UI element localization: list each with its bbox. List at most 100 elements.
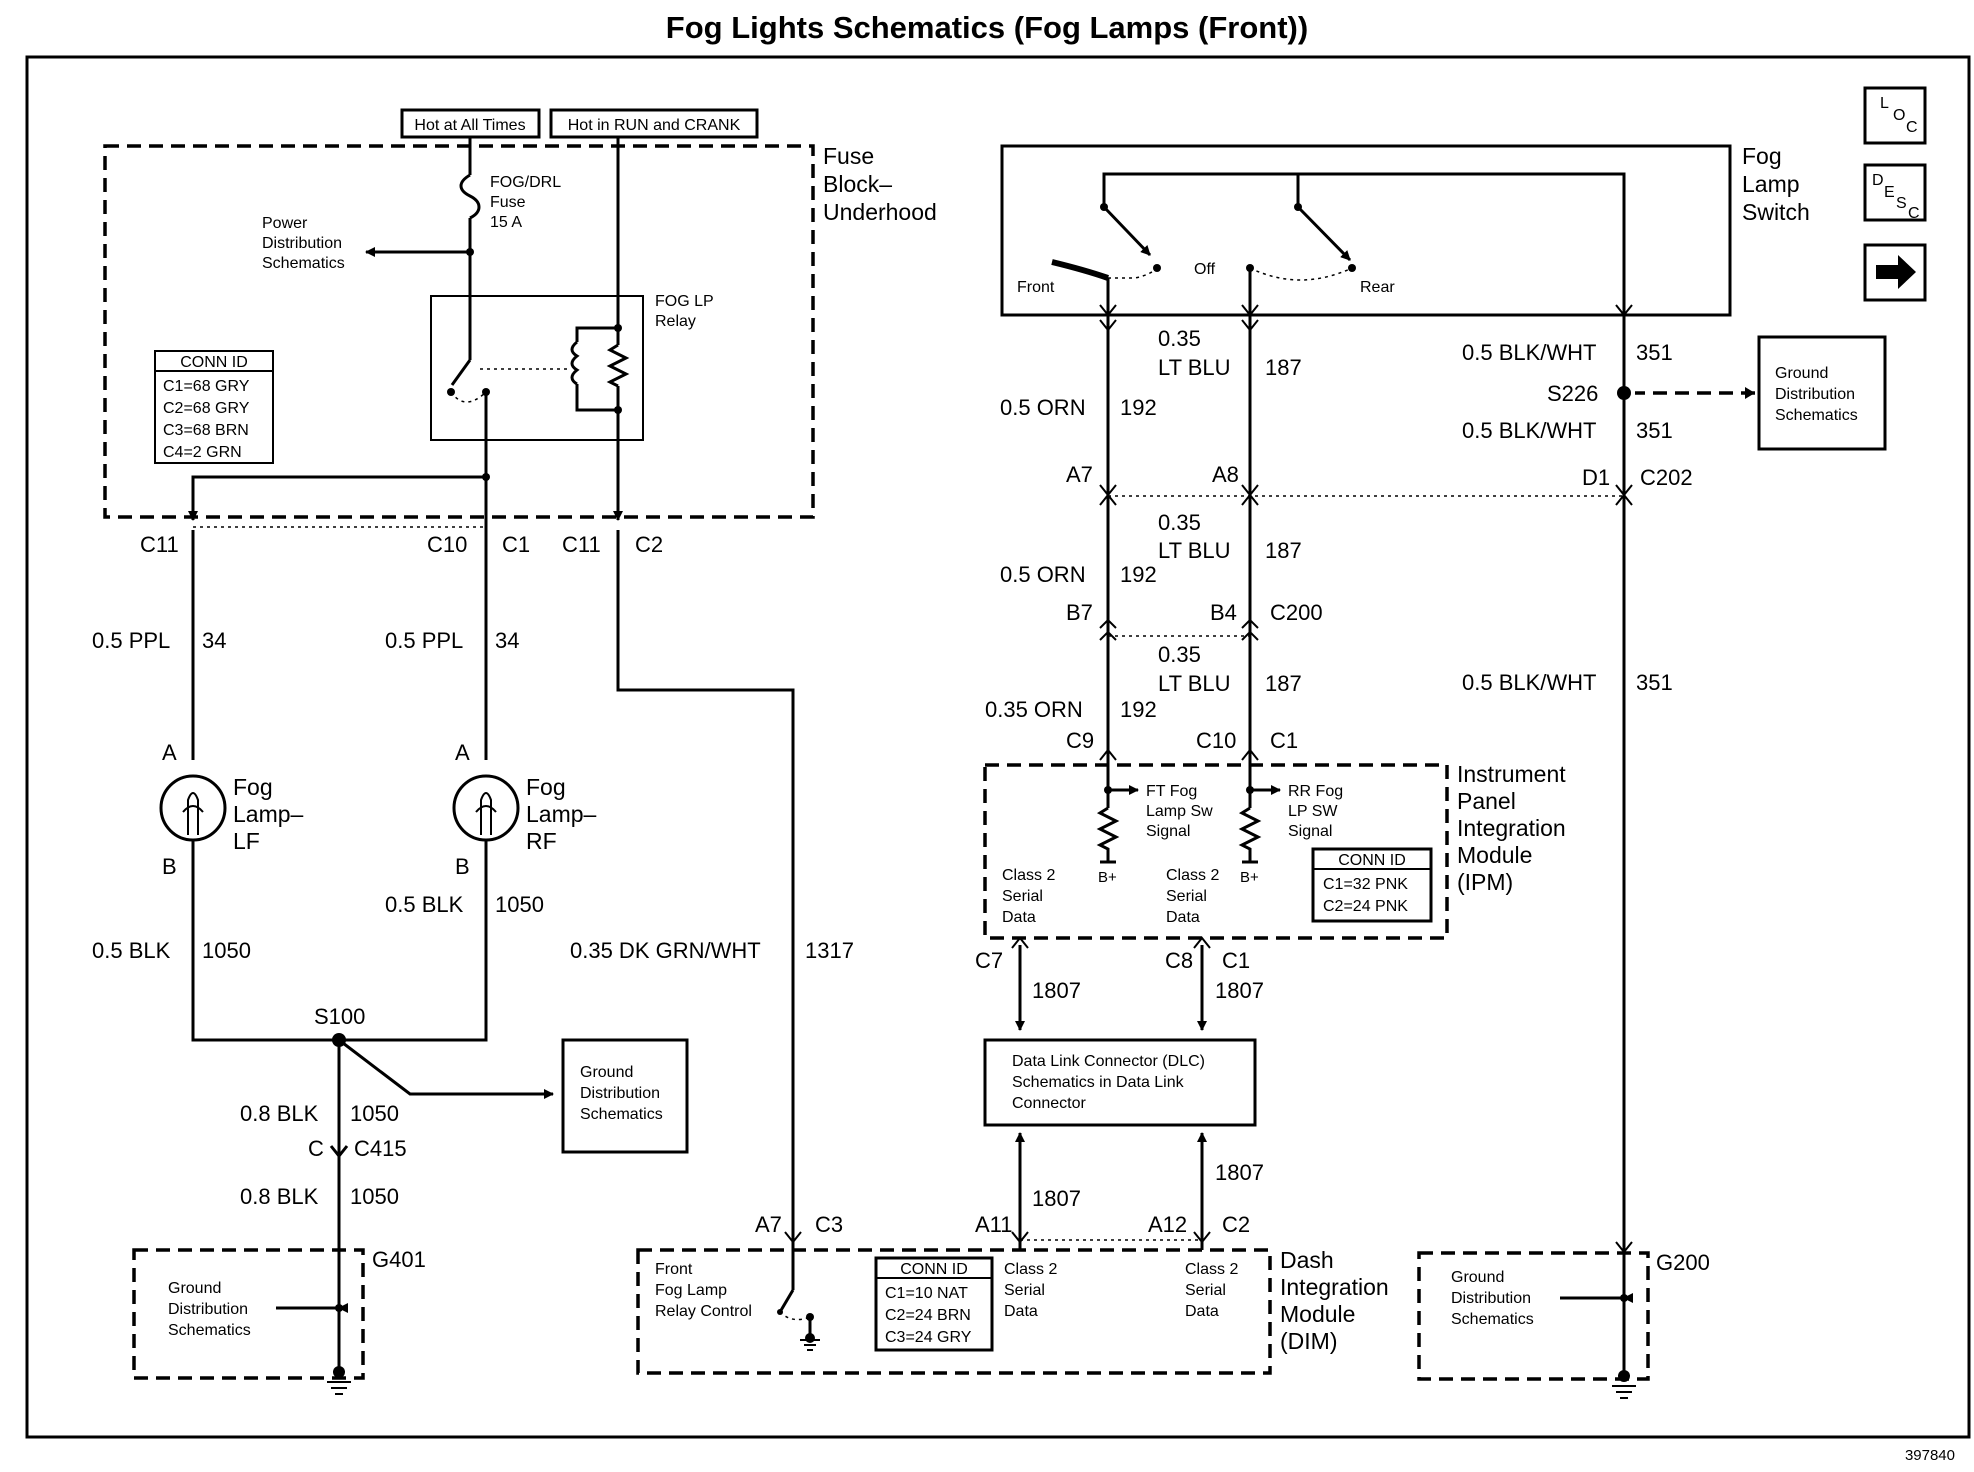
fuse-label-2: Fuse xyxy=(490,194,526,211)
svg-text:Distribution: Distribution xyxy=(1775,386,1855,403)
fuse-block-label-2: Block– xyxy=(823,171,892,197)
conn-c11-right: C11 xyxy=(562,532,601,557)
conn-c11-left: C11 xyxy=(140,532,179,557)
svg-text:B: B xyxy=(162,854,177,879)
svg-text:G200: G200 xyxy=(1656,1250,1710,1275)
svg-text:Instrument: Instrument xyxy=(1457,761,1566,787)
fuse-label-1: FOG/DRL xyxy=(490,174,561,191)
wire-blk08-a: 0.8 BLK xyxy=(240,1101,319,1126)
svg-text:O: O xyxy=(1893,107,1905,124)
svg-text:Data Link Connector (DLC): Data Link Connector (DLC) xyxy=(1012,1053,1205,1070)
svg-text:Fog: Fog xyxy=(1742,143,1782,169)
svg-text:Signal: Signal xyxy=(1288,823,1332,840)
svg-text:Data: Data xyxy=(1166,909,1200,926)
wire-orn-num-2: 192 xyxy=(1120,562,1157,587)
svg-text:Data: Data xyxy=(1185,1303,1219,1320)
conn-a8: A8 xyxy=(1212,462,1239,487)
svg-text:Module: Module xyxy=(1457,842,1532,868)
rr-resistor-icon xyxy=(1238,806,1262,862)
ground-ref-box-s100: Ground Distribution Schematics xyxy=(561,1038,689,1154)
wire-dkgrn: 0.35 DK GRN/WHT xyxy=(570,938,761,963)
wire-ltblu-num-2: 187 xyxy=(1265,538,1302,563)
svg-text:LF: LF xyxy=(233,828,260,854)
svg-text:Ground: Ground xyxy=(1775,365,1828,382)
wire-orn035: 0.35 ORN xyxy=(985,697,1083,722)
svg-text:C2=68 GRY: C2=68 GRY xyxy=(163,400,250,417)
wire-blkwht-num-1: 351 xyxy=(1636,340,1673,365)
desc-icon[interactable]: D E S C xyxy=(1863,163,1927,222)
conn-a11: A11 xyxy=(975,1212,1013,1237)
wire-blk08-b: 0.8 BLK xyxy=(240,1184,319,1209)
page-border xyxy=(25,55,1971,1439)
svg-text:Distribution: Distribution xyxy=(1451,1290,1531,1307)
power-dist-ref-1: Power xyxy=(262,215,308,232)
wire-ltblu-color-2: LT BLU xyxy=(1158,538,1231,563)
fog-lamp-rf: A B Fog Lamp– RF xyxy=(452,740,597,879)
wire-blkwht-2: 0.5 BLK/WHT xyxy=(1462,418,1596,443)
wire-ltblu-size-2: 0.35 xyxy=(1158,510,1201,535)
splice-s226 xyxy=(1617,386,1631,400)
svg-text:Schematics in Data Link: Schematics in Data Link xyxy=(1012,1074,1185,1091)
svg-text:C1=68 GRY: C1=68 GRY xyxy=(163,378,250,395)
wire-ltblu-color-1: LT BLU xyxy=(1158,355,1231,380)
svg-text:Switch: Switch xyxy=(1742,199,1810,225)
svg-text:Class 2: Class 2 xyxy=(1166,867,1219,884)
wire-1807-b: 1807 xyxy=(1215,978,1264,1003)
conn-c1: C1 xyxy=(502,532,530,557)
svg-text:B: B xyxy=(455,854,470,879)
hot-in-run-crank-label: Hot in RUN and CRANK xyxy=(549,108,759,139)
svg-text:Schematics: Schematics xyxy=(168,1322,251,1339)
doc-number: 397840 xyxy=(1905,1447,1955,1464)
svg-text:Rear: Rear xyxy=(1360,279,1395,296)
svg-text:Hot at All Times: Hot at All Times xyxy=(414,117,525,134)
svg-text:Class 2: Class 2 xyxy=(1004,1261,1057,1278)
conn-a7-c202: A7 xyxy=(1066,462,1093,487)
svg-text:Schematics: Schematics xyxy=(1775,407,1858,424)
fog-lamp-switch: Fog Lamp Switch Front Off Rear xyxy=(1000,143,1810,317)
ground-g200: G200 Ground Distribution Schematics xyxy=(1417,1250,1710,1399)
svg-text:E: E xyxy=(1884,184,1895,201)
svg-text:Serial: Serial xyxy=(1185,1282,1226,1299)
svg-text:C: C xyxy=(1908,205,1920,222)
conn-a7-dim: A7 xyxy=(755,1212,782,1237)
svg-text:Distribution: Distribution xyxy=(168,1301,248,1318)
svg-text:RR Fog: RR Fog xyxy=(1288,783,1343,800)
svg-text:Fog: Fog xyxy=(526,774,566,800)
fuse-block-conn-id: CONN ID C1=68 GRY C2=68 GRY C3=68 BRN C4… xyxy=(154,350,274,464)
conn-c10-ipm: C10 xyxy=(1196,728,1236,753)
ground-g401: G401 Ground Distribution Schematics xyxy=(132,1240,426,1395)
svg-text:L: L xyxy=(1880,95,1889,112)
wire-orn-num-3: 192 xyxy=(1120,697,1157,722)
page-title: Fog Lights Schematics (Fog Lamps (Front)… xyxy=(665,10,1309,45)
svg-text:C2=24 PNK: C2=24 PNK xyxy=(1323,898,1408,915)
splice-s100-label: S100 xyxy=(314,1004,365,1029)
svg-text:Ground: Ground xyxy=(1451,1269,1504,1286)
conn-c10: C10 xyxy=(427,532,467,557)
ground-symbol-icon xyxy=(1612,1385,1636,1399)
svg-text:C1=10 NAT: C1=10 NAT xyxy=(885,1285,968,1302)
svg-text:C1=32 PNK: C1=32 PNK xyxy=(1323,876,1408,893)
wire-dkgrn-num: 1317 xyxy=(805,938,854,963)
wire-ltblu-size-1: 0.35 xyxy=(1158,326,1201,351)
conn-c1-ipm: C1 xyxy=(1270,728,1298,753)
svg-text:Data: Data xyxy=(1004,1303,1038,1320)
conn-c2-dim: C2 xyxy=(1222,1212,1250,1237)
conn-c415: C415 xyxy=(354,1136,407,1161)
conn-c200: C200 xyxy=(1270,600,1323,625)
svg-text:CONN ID: CONN ID xyxy=(900,1261,968,1278)
arrow-right-icon[interactable] xyxy=(1863,243,1927,302)
conn-c9: C9 xyxy=(1066,728,1094,753)
svg-text:A: A xyxy=(455,740,470,765)
svg-text:Data: Data xyxy=(1002,909,1036,926)
wire-blkwht-3: 0.5 BLK/WHT xyxy=(1462,670,1596,695)
conn-c7: C7 xyxy=(975,948,1003,973)
conn-c1-ipm2: C1 xyxy=(1222,948,1250,973)
splice-s226-label: S226 xyxy=(1547,381,1598,406)
wire-blk-lf: 0.5 BLK xyxy=(92,938,171,963)
loc-icon[interactable]: L O C xyxy=(1863,86,1927,145)
svg-text:D: D xyxy=(1872,172,1884,189)
wire-blk-rf-num: 1050 xyxy=(495,892,544,917)
ground-symbol-icon xyxy=(327,1381,351,1395)
wire-ltblu-color-3: LT BLU xyxy=(1158,671,1231,696)
